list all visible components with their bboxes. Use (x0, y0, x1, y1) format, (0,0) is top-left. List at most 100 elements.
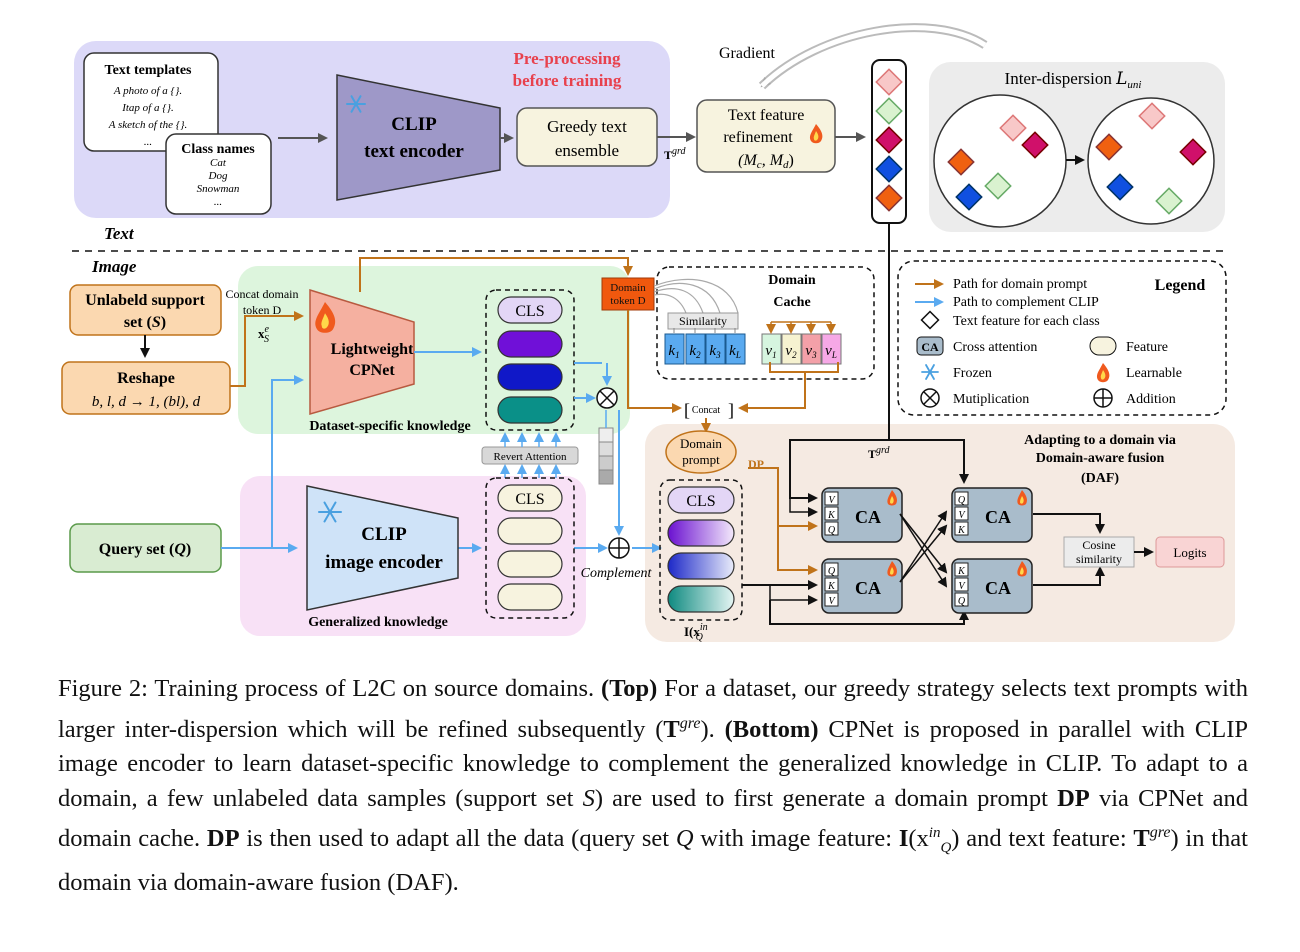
text-templates-box (83, 52, 219, 152)
cache-key-cell (685, 333, 706, 365)
ca-label: CA (985, 578, 1011, 598)
image-snowflake-icon (318, 501, 342, 523)
domain-cache-label-1: Domain (768, 273, 816, 288)
cache-value-label: v3 (805, 343, 817, 360)
refine-label-1: Text feature (728, 107, 805, 124)
cpnet-label-1: Lightweight (331, 341, 414, 358)
cosine-similarity-box (1063, 536, 1135, 568)
clip-image-label-2: image encoder (325, 552, 443, 573)
domain-cache-label-2: Cache (773, 295, 810, 310)
legend-addition: Addition (1126, 392, 1176, 407)
refine-label-3: (Mc, Md) (738, 152, 794, 171)
legend-learnable: Learnable (1126, 366, 1182, 381)
legend-flame-icon (1096, 363, 1110, 383)
cosine-label-2: similarity (1076, 552, 1122, 566)
domain-token-label-1: Domain (610, 282, 646, 294)
cache-key-label: kL (729, 343, 741, 360)
support-label-1: Unlabeld support (85, 292, 205, 309)
daf-title-3: (DAF) (1081, 471, 1119, 486)
reshape-box (61, 361, 231, 415)
inter-dispersion-title: Inter-dispersion Luni (1005, 69, 1142, 91)
cpnet-label-2: CPNet (349, 362, 395, 379)
ca-label: CA (855, 507, 881, 527)
template-item: ... (144, 136, 152, 148)
preproc-label-2: before training (513, 71, 622, 90)
qkv-label: Q (958, 596, 966, 607)
generalized-knowledge-label: Generalized knowledge (308, 615, 448, 630)
class-name-item: Cat (210, 157, 227, 169)
legend-title: Legend (1155, 277, 1206, 294)
class-feature-diamond (875, 155, 903, 183)
legend-domain-path: Path for domain prompt (953, 277, 1087, 292)
qkv-label: K (957, 566, 966, 577)
qkv-label: Q (958, 495, 966, 506)
qkv-label: Q (828, 566, 836, 577)
figure-caption: Figure 2: Training process of L2C on sou… (58, 675, 1248, 896)
class-name-item: Dog (208, 170, 228, 182)
clip-text-encoder (336, 74, 501, 201)
t-grd-daf-label: Tgrd (868, 445, 891, 461)
dataset-knowledge-label: Dataset-specific knowledge (309, 419, 470, 434)
domain-prompt-label-1: Domain (680, 436, 722, 451)
domain-prompt (665, 430, 737, 474)
class-name-item: ... (214, 196, 222, 208)
concat-domain-label-1: Concat domain (226, 287, 299, 301)
cache-key-cell (705, 333, 726, 365)
complement-label: Complement (581, 566, 653, 581)
cache-value-cell (801, 333, 822, 365)
legend-complement-path: Path to complement CLIP (953, 295, 1099, 310)
class-feature-diamond (875, 97, 903, 125)
logits-box (1155, 536, 1225, 568)
similarity-label: Similarity (679, 314, 727, 328)
clip-feature-stack (485, 477, 575, 619)
cpnet-flame-icon (315, 302, 336, 333)
support-label-2: set (S) (124, 314, 166, 331)
fused-cls: CLS (686, 493, 715, 510)
reshape-label: Reshape (117, 370, 175, 387)
qkv-label: K (827, 510, 836, 521)
clip-image-label-1: CLIP (361, 524, 407, 545)
ca-flame-icon (887, 490, 897, 506)
legend-ca-glyph: CA (921, 340, 939, 354)
refine-label-2: refinement (723, 129, 793, 146)
cache-value-cell (821, 333, 842, 365)
greedy-label-2: ensemble (555, 141, 619, 160)
ca-flame-icon (1017, 561, 1027, 577)
qkv-label: Q (828, 525, 836, 536)
image-section-label: Image (91, 257, 137, 276)
legend-text-feature: Text feature for each class (953, 314, 1100, 329)
cache-value-label: vL (825, 343, 837, 360)
dispersion-diamond (947, 148, 975, 176)
class-feature-diamond (875, 184, 903, 212)
domain-token-box (601, 277, 655, 311)
daf-title-1: Adapting to a domain via (1024, 433, 1176, 448)
concat-bracket-right: ] (728, 400, 734, 420)
similarity-box (667, 312, 739, 330)
class-names-title: Class names (181, 142, 255, 157)
cpnet-feature-stack (485, 289, 575, 431)
cache-value-cell (761, 333, 782, 365)
cache-value-label: v2 (785, 343, 797, 360)
daf-title-2: Domain-aware fusion (1036, 451, 1165, 466)
logits-label: Logits (1173, 545, 1206, 560)
text-section-label: Text (104, 224, 135, 243)
qkv-label: V (958, 510, 966, 521)
dispersion-diamond (1106, 173, 1134, 201)
template-item: A sketch of the {}. (108, 119, 188, 131)
dispersion-diamond (999, 114, 1027, 142)
template-item: A photo of a {}. (113, 85, 182, 97)
preproc-label-1: Pre-processing (513, 49, 621, 68)
class-feature-diamond (875, 68, 903, 96)
template-item: Itap of a {}. (121, 102, 174, 114)
revert-attention-label: Revert Attention (493, 451, 567, 463)
cosine-label-1: Cosine (1082, 538, 1115, 552)
qkv-label: V (828, 495, 836, 506)
cache-key-label: k1 (668, 343, 679, 360)
cache-key-cell (725, 333, 746, 365)
qkv-label: K (957, 525, 966, 536)
class-names-box (165, 133, 272, 215)
text-templates-title: Text templates (105, 63, 193, 78)
